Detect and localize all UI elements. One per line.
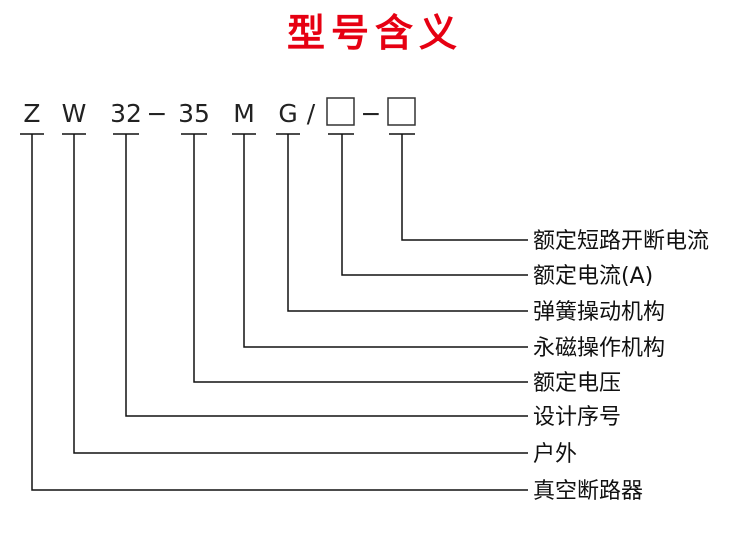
code-placeholder-box-2 bbox=[387, 97, 416, 126]
code-separator-dash-1: − bbox=[147, 99, 168, 128]
code-char-m: M bbox=[233, 99, 255, 128]
label-rated-voltage: 额定电压 bbox=[533, 371, 621, 396]
leader-line-breaking-current bbox=[401, 134, 528, 241]
label-permanent-magnet-mechanism: 永磁操作机构 bbox=[533, 336, 665, 361]
code-char-35: 35 bbox=[178, 99, 210, 128]
label-rated-current: 额定电流(A) bbox=[533, 264, 653, 289]
leader-line-magnetic-mechanism bbox=[243, 134, 528, 348]
code-char-w: W bbox=[62, 99, 87, 128]
label-spring-operating-mechanism: 弹簧操动机构 bbox=[533, 300, 665, 325]
code-separator-slash: / bbox=[307, 99, 316, 128]
label-outdoor: 户外 bbox=[533, 442, 577, 467]
label-vacuum-circuit-breaker: 真空断路器 bbox=[533, 479, 643, 504]
label-design-serial-number: 设计序号 bbox=[533, 405, 621, 430]
leader-line-vacuum-breaker bbox=[31, 134, 528, 491]
code-char-32: 32 bbox=[110, 99, 142, 128]
code-placeholder-box-1 bbox=[326, 97, 355, 126]
page-title: 型号含义 bbox=[286, 11, 463, 55]
code-char-g: G bbox=[278, 99, 297, 128]
leader-line-rated-voltage bbox=[193, 134, 528, 383]
label-rated-short-circuit-breaking-current: 额定短路开断电流 bbox=[533, 229, 709, 254]
leader-line-rated-current bbox=[341, 134, 528, 276]
leader-line-outdoor bbox=[73, 134, 528, 454]
code-char-z: Z bbox=[23, 99, 40, 128]
leader-line-spring-mechanism bbox=[287, 134, 528, 312]
code-separator-dash-2: − bbox=[361, 99, 382, 128]
leader-line-design-number bbox=[125, 134, 528, 417]
